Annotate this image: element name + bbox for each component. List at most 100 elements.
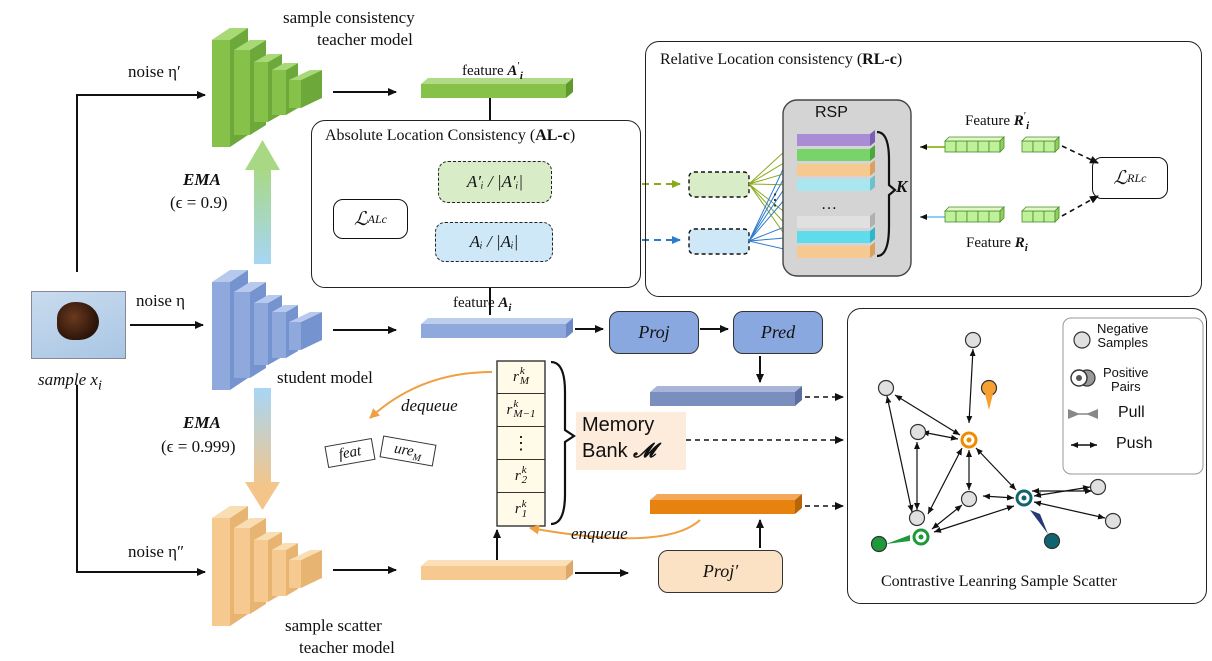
memory-bank-title: Memory Bank 𝓜 [576, 412, 686, 470]
memory-cell-base: r [514, 467, 521, 484]
memory-cell-base: ⋮ [512, 432, 530, 453]
feature-label-teacher1: feature A′i [462, 60, 523, 82]
feature-scrap-2-sub: M [411, 451, 422, 465]
legend-negative-line2: Samples [1097, 335, 1148, 350]
scatter-graph [870, 331, 1122, 553]
sample-label: sample xi [38, 370, 102, 394]
feature-r-prime-cubes [944, 136, 1060, 153]
teacher1-network [212, 28, 322, 147]
feature-label-teacher1-prime: ′ [517, 60, 520, 72]
memory-bank-title-line2: Bank [582, 440, 634, 462]
rsp-vdots: ⋮ [767, 192, 783, 209]
rsp-label: RSP [815, 104, 848, 121]
alc-loss-symbol: ℒ [353, 208, 368, 230]
memory-cell: ⋮ [497, 427, 545, 460]
rlc-title-prefix: Relative Location consistency ( [660, 51, 863, 68]
sample-label-sub: i [97, 377, 102, 394]
rsp-k-label: K [896, 177, 908, 196]
noise-label-teacher1: noise η′ [128, 62, 181, 81]
feature-r-prefix: Feature [966, 235, 1015, 251]
proj-head: Proj [609, 311, 699, 354]
alc-loss-sub: ALc [367, 211, 388, 226]
student-label: student model [277, 368, 373, 387]
alc-title-prefix: Absolute Location Consistency ( [325, 127, 536, 144]
rlc-title: Relative Location consistency (RL-c) [660, 51, 902, 69]
ema-arrows [245, 140, 280, 510]
memory-bank-title-symbol: 𝓜 [633, 440, 656, 462]
legend-negative-line1: Negative [1097, 321, 1149, 336]
to-scatter-arrows [686, 393, 844, 510]
sample-label-text: sample x [38, 370, 98, 389]
feature-r-prime-label: Feature R′i [965, 110, 1029, 132]
noise-label-teacher2: noise η″ [128, 542, 185, 561]
feature-r-prime-var: R [1013, 113, 1024, 129]
proj-prime-output-bar [650, 494, 802, 514]
noise-label-student: noise η [136, 291, 186, 310]
legend-positive-line1: Positive [1103, 365, 1149, 380]
ema-top-eps: (ϵ = 0.9) [170, 193, 228, 212]
memory-cell-sub: M [519, 375, 529, 387]
rlc-loss-arrows [1061, 145, 1099, 217]
memory-bank-stack [496, 360, 546, 527]
feature-label-teacher1-sub: i [519, 70, 523, 82]
pred-output-bar [650, 386, 802, 406]
scatter-legend-icons [1062, 317, 1204, 475]
enqueue-label: enqueue [571, 524, 628, 543]
memory-cell-sub: 1 [521, 507, 528, 520]
network-output-arrows [333, 88, 397, 574]
ema-bottom-eps: (ϵ = 0.999) [161, 437, 236, 456]
scatter-panel [847, 308, 1207, 604]
enqueue-arrow [529, 519, 701, 540]
legend-negative: Negative Samples [1097, 322, 1148, 350]
feature-r-sub: i [1024, 242, 1028, 254]
legend-push: Push [1116, 435, 1153, 452]
rsp-ellipsis: … [821, 196, 837, 213]
proj-prime-head: Proj′ [658, 550, 783, 593]
memory-cell-base: r [506, 401, 513, 418]
feature-bar-student [421, 318, 573, 338]
dequeue-label: dequeue [401, 396, 458, 415]
alc-norm-box-teacher: A′ᵢ / |A′ᵢ| [438, 161, 552, 203]
rlc-title-suffix: ) [896, 51, 903, 68]
teacher2-label-line2: teacher model [299, 638, 395, 657]
noise-branch-lines [76, 91, 206, 576]
teacher2-label-line1: sample scatter [285, 616, 382, 635]
feature-label-student-var: A [498, 295, 509, 311]
alc-norm-box-student: Aᵢ / |Aᵢ| [435, 222, 553, 262]
memory-cell-base: r [514, 501, 521, 517]
rlc-loss-sub: RLc [1127, 170, 1147, 185]
ema-bottom-label: EMA [183, 413, 221, 432]
feature-label-teacher1-var: A [507, 63, 518, 79]
feature-r-prime-prefix: Feature [965, 113, 1014, 129]
feature-r-cubes [944, 206, 1060, 223]
scatter-title: Contrastive Leanring Sample Scatter [881, 573, 1117, 590]
feature-r-var: R [1014, 235, 1025, 251]
memory-cell-sub: M−1 [513, 408, 536, 420]
teacher1-label-line2: teacher model [317, 30, 413, 49]
feature-bar-teacher1 [421, 78, 573, 98]
rlc-title-bold: RL-c [862, 51, 897, 68]
legend-positive: Positive Pairs [1103, 366, 1149, 394]
pred-head: Pred [733, 311, 823, 354]
rlc-panel [645, 41, 1202, 297]
memory-brace [550, 360, 576, 526]
feature-label-student: feature Ai [453, 295, 511, 314]
memory-cell-sup: k [513, 398, 519, 411]
teacher1-label-line1: sample consistency [283, 8, 415, 27]
memory-bank-title-line1: Memory [582, 414, 655, 436]
feature-bar-teacher2 [421, 560, 573, 580]
feature-r-prime-sub: i [1026, 120, 1030, 132]
feature-label-student-prefix: feature [453, 295, 499, 311]
feature-r-label: Feature Ri [966, 235, 1028, 254]
memory-cell-sup: k [519, 365, 525, 378]
memory-cell-base: r [512, 368, 519, 385]
alc-title: Absolute Location Consistency (AL-c) [325, 127, 575, 145]
